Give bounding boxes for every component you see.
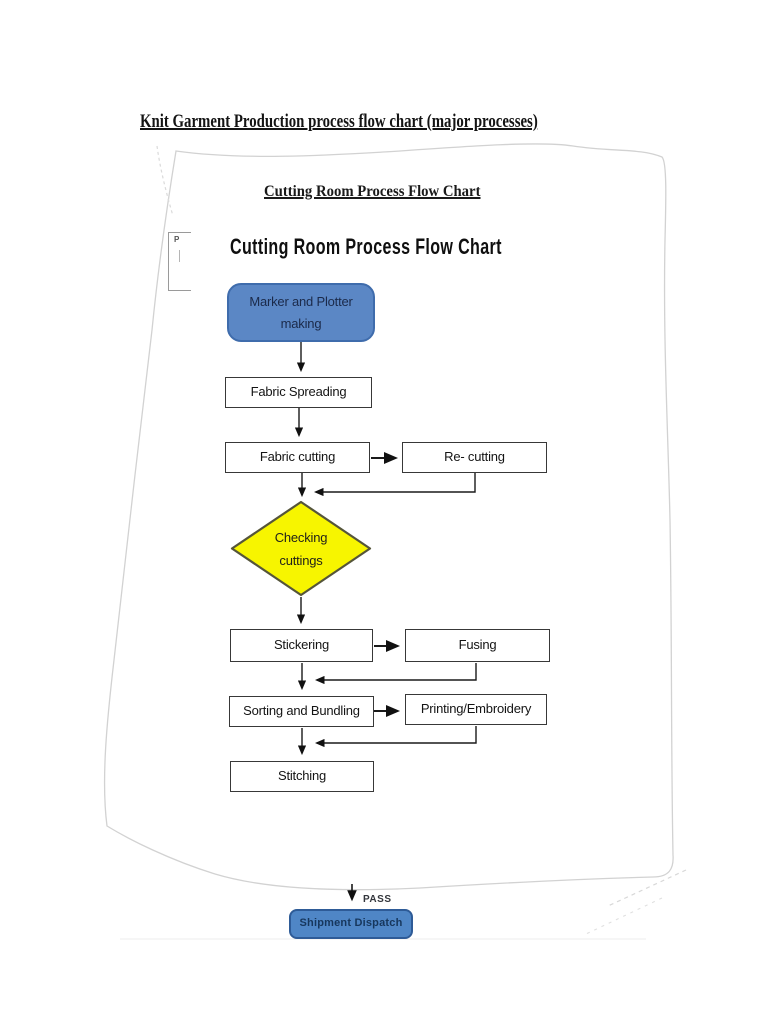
flow-node-re-cutting: Re- cutting: [402, 442, 547, 473]
flow-node-fabric-spreading: Fabric Spreading: [225, 377, 372, 408]
flow-node-label: Sorting and Bundling: [243, 703, 360, 719]
flow-node-label: Printing/Embroidery: [420, 701, 532, 717]
flow-node-sorting-bundling: Sorting and Bundling: [229, 696, 374, 727]
flow-node-shipment-dispatch: Shipment Dispatch: [289, 909, 413, 939]
flow-node-label: Stickering: [273, 637, 330, 653]
flow-node-fusing: Fusing: [405, 629, 550, 662]
cutoff-margin-textbox: P: [168, 232, 191, 291]
flow-node-label: Marker and Plotter making: [249, 294, 353, 331]
section-title: Cutting Room Process Flow Chart: [264, 183, 481, 200]
document-title: Knit Garment Production process flow cha…: [140, 111, 538, 132]
flow-node-label: Stitching: [277, 768, 327, 784]
flow-node-label: Fusing: [458, 637, 497, 653]
flow-node-printing-embroidery: Printing/Embroidery: [405, 694, 547, 725]
decision-label-line1: Checking: [274, 529, 328, 545]
flow-node-fabric-cutting: Fabric cutting: [225, 442, 370, 473]
decision-label-line2: cuttings: [279, 552, 323, 568]
pass-label: PASS: [363, 894, 392, 905]
flow-node-marker-plotter: Marker and Plotter making: [227, 283, 375, 342]
margin-fragment-text: P: [174, 235, 180, 244]
decision-diamond-shape: [230, 500, 372, 597]
corner-curl-mark: [156, 145, 174, 217]
flow-node-stitching: Stitching: [230, 761, 374, 792]
flow-node-stickering: Stickering: [230, 629, 373, 662]
flow-node-label: Fabric Spreading: [250, 384, 347, 400]
decision-label: Checking cuttings: [230, 500, 372, 597]
scan-streak-2: [585, 897, 663, 935]
flow-node-label: Fabric cutting: [259, 449, 336, 465]
scan-streak-1: [607, 869, 687, 907]
line-recutting-return: [313, 473, 476, 497]
chart-title: Cutting Room Process Flow Chart: [230, 234, 502, 259]
flow-node-label: Shipment Dispatch: [299, 917, 403, 930]
margin-cursor-mark: [179, 250, 180, 262]
line-printing-return: [314, 726, 477, 748]
flow-node-checking-cuttings: Checking cuttings: [230, 500, 372, 597]
page-outline-path: [103, 143, 674, 891]
line-fusing-return: [314, 663, 477, 685]
flow-node-label: Re- cutting: [444, 449, 505, 465]
